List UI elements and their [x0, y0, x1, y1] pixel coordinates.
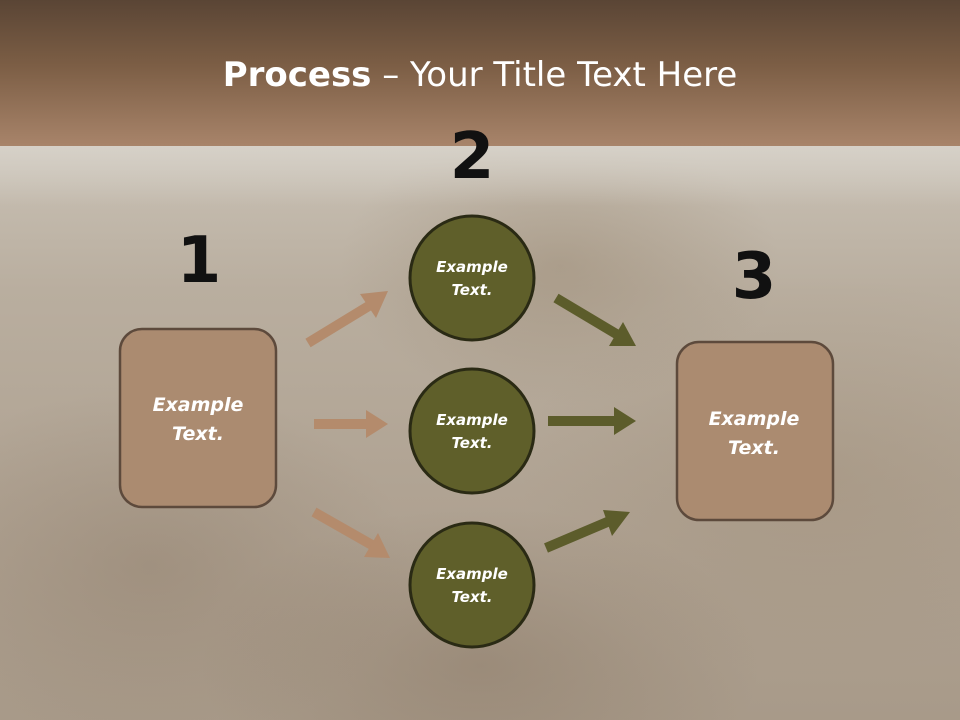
arrow-from-circle-bottom: [544, 510, 630, 553]
title-bar: Process – Your Title Text Here: [0, 0, 960, 146]
step-3-text-line2: Text.: [728, 437, 780, 459]
step-1-box: Example Text.: [118, 327, 278, 509]
title-rest: – Your Title Text Here: [371, 55, 738, 95]
step-3-text-line1: Example: [709, 408, 800, 430]
step-1-text-line2: Text.: [172, 423, 224, 445]
title-bold: Process: [222, 55, 372, 95]
circle-bottom: Example Text.: [408, 521, 536, 649]
arrow-from-circle-top: [553, 293, 636, 346]
circle-top: Example Text.: [408, 214, 536, 342]
step-2-number: 2: [450, 120, 495, 194]
arrow-to-circle-top: [305, 291, 388, 348]
step-3-box: Example Text.: [675, 340, 835, 522]
step-3-number: 3: [732, 240, 777, 314]
arrow-from-circle-middle: [548, 407, 636, 435]
step-1-text-line1: Example: [153, 394, 244, 416]
circle-top-text-line2: Text.: [451, 281, 492, 299]
arrow-to-circle-middle: [314, 410, 388, 438]
circle-middle-text-line2: Text.: [451, 434, 492, 452]
slide-title: Process – Your Title Text Here: [0, 52, 960, 98]
circle-bottom-text-line1: Example: [436, 565, 508, 583]
circle-top-text-line1: Example: [436, 258, 508, 276]
circle-middle-text-line1: Example: [436, 411, 508, 429]
circle-bottom-text-line2: Text.: [451, 588, 492, 606]
step-1-number: 1: [177, 224, 222, 298]
arrow-to-circle-bottom: [311, 507, 390, 558]
circle-middle: Example Text.: [408, 367, 536, 495]
